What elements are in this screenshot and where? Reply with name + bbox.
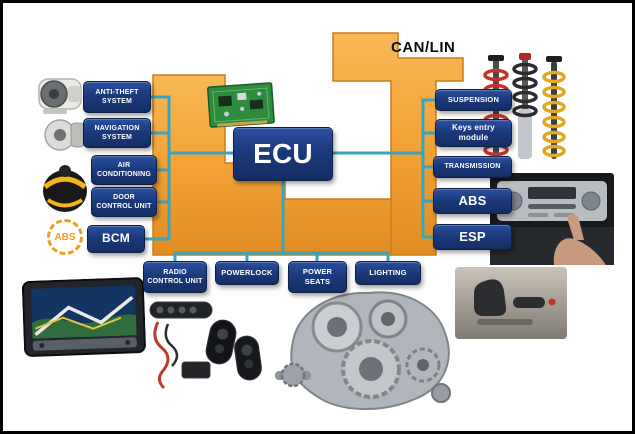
wire-right [329, 98, 438, 239]
wire-bottom [173, 178, 390, 264]
node-abs: ABS [433, 188, 512, 214]
node-bcm: BCM [87, 225, 145, 253]
window-motor-photo [38, 78, 82, 114]
node-label: DOOR CONTROL UNIT [96, 193, 152, 210]
node-suspension: SUSPENSION [435, 89, 512, 111]
node-power-seats: POWER SEATS [288, 261, 347, 293]
car-alarm-kit-photo [149, 301, 262, 390]
node-anti-theft-system: ANTI-THEFT SYSTEM [83, 81, 151, 113]
circuit-board-photo [206, 82, 275, 128]
node-label: Keys entry module [452, 122, 495, 142]
node-label: RADIO CONTROL UNIT [147, 268, 203, 285]
node-esp: ESP [433, 224, 512, 250]
node-label: ESP [459, 228, 486, 244]
node-door-control-unit: DOOR CONTROL UNIT [91, 187, 157, 217]
ecu-node: ECU [233, 127, 333, 181]
car-radio-photo [490, 173, 614, 265]
air-conditioning-unit-photo [43, 165, 87, 212]
node-navigation-system: NAVIGATION SYSTEM [83, 118, 151, 148]
node-label: LIGHTING [369, 268, 407, 278]
wire-left [143, 95, 237, 241]
node-radio-control-unit: RADIO CONTROL UNIT [143, 261, 207, 293]
abs-indicator-label: ABS [54, 231, 76, 243]
node-label: NAVIGATION SYSTEM [94, 124, 140, 141]
node-keys-entry-module: Keys entry module [435, 119, 512, 147]
node-label: AIR CONDITIONING [96, 161, 152, 178]
node-label: BCM [102, 231, 130, 246]
node-label: POWER SEATS [302, 267, 333, 286]
navigation-display-photo [21, 277, 146, 357]
node-air-conditioning: AIR CONDITIONING [91, 155, 157, 185]
node-label: TRANSMISSION [444, 163, 501, 171]
node-label: ABS [458, 192, 487, 208]
bus-label: CAN/LIN [391, 39, 456, 56]
node-powerlock: POWERLOCK [215, 261, 279, 285]
window-motor-photo-2 [44, 119, 85, 151]
node-lighting: LIGHTING [355, 261, 421, 285]
node-label: SUSPENSION [447, 95, 500, 105]
node-transmission: TRANSMISSION [433, 156, 512, 178]
abs-indicator-icon: ABS [47, 219, 83, 255]
node-label: ANTI-THEFT SYSTEM [95, 88, 139, 105]
ecu-label: ECU [253, 137, 313, 169]
transmission-gearbox-photo [275, 291, 451, 411]
power-seat-switch-photo [455, 267, 567, 339]
node-label: POWERLOCK [221, 268, 273, 278]
